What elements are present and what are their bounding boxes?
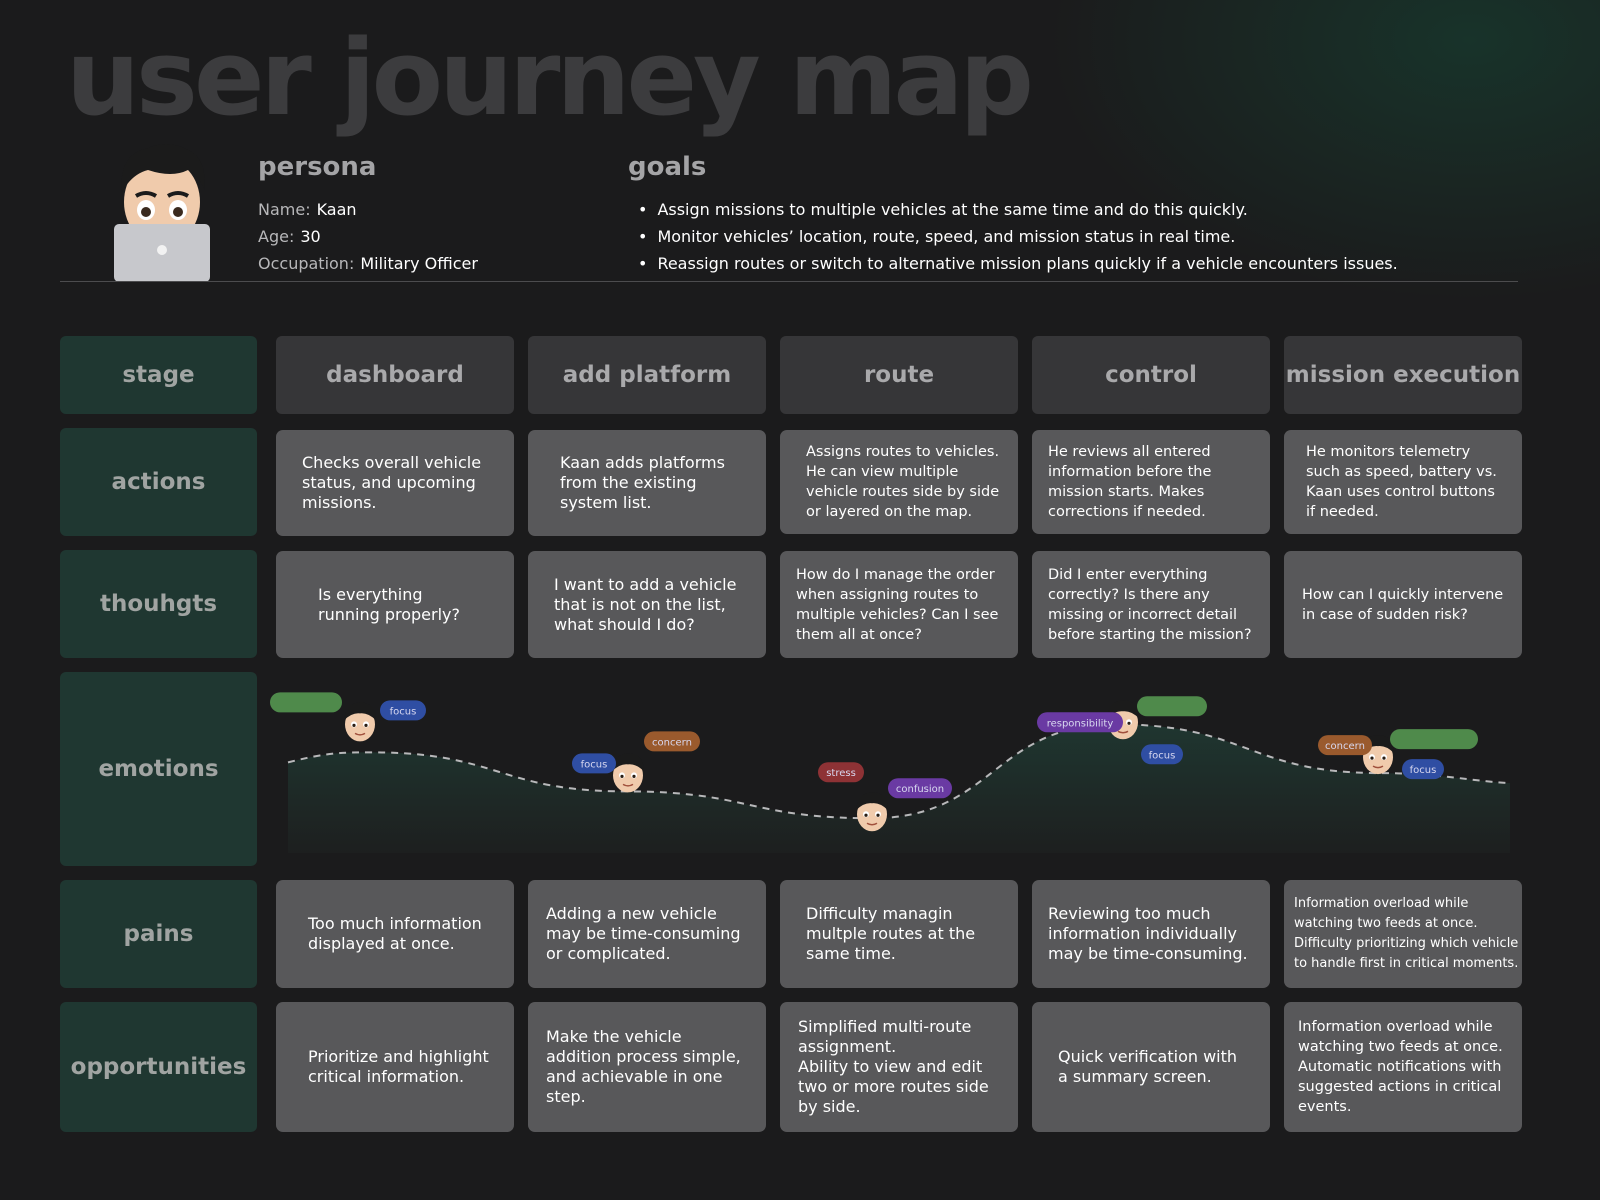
- thought-card: Is everything running properly?: [276, 551, 514, 658]
- emotion-tag-label: focus: [1149, 750, 1176, 761]
- emotion-tag-bg: [1141, 744, 1183, 765]
- goal-item: Reassign routes or switch to alternative…: [638, 250, 1528, 277]
- emotion-tag-bg: [1318, 735, 1372, 756]
- emotion-tag-concern: concern: [1318, 735, 1372, 756]
- persona-age: Age:30: [258, 227, 321, 246]
- pain-card: Difficulty managin multple routes at the…: [780, 880, 1018, 988]
- emotion-tag-stress: stress: [818, 762, 864, 783]
- emotion-curve-chart: focus focus concern stress confusion responsi…: [270, 692, 1511, 853]
- opportunity-card: Information overload while watching two …: [1284, 1002, 1522, 1132]
- emotion-tag-label: focus: [581, 759, 608, 770]
- stage-add-platform: add platform: [528, 336, 766, 414]
- persona-heading: persona: [258, 152, 377, 182]
- emotion-tag-bg: [1390, 729, 1478, 750]
- emotion-tag-green: [270, 692, 342, 713]
- opportunity-card: Simplified multi-route assignment. Abili…: [780, 1002, 1018, 1132]
- stage-dashboard: dashboard: [276, 336, 514, 414]
- thought-card: I want to add a vehicle that is not on t…: [528, 551, 766, 658]
- opportunity-card: Make the vehicle addition process simple…: [528, 1002, 766, 1132]
- persona-avatar: [114, 144, 210, 282]
- emotion-tag-bg: [1402, 759, 1444, 780]
- row-label-stage: stage: [60, 336, 257, 414]
- action-card: Assigns routes to vehicles. He can view …: [780, 430, 1018, 534]
- emotion-tag-label: focus: [1410, 765, 1437, 776]
- emotion-tag-bg: [1137, 696, 1207, 717]
- emotion-line: [287, 723, 1511, 820]
- emotion-face-add-platform: [612, 753, 644, 793]
- emotion-tag-bg: [818, 762, 864, 783]
- emotion-tag-label: responsibility: [1047, 718, 1114, 729]
- emotion-tag-bg: [380, 700, 426, 721]
- emotion-tag-focus: focus: [380, 700, 426, 721]
- row-label-actions: actions: [60, 428, 257, 536]
- thought-card: Did I enter everything correctly? Is the…: [1032, 551, 1270, 658]
- row-label-opportunities: opportunities: [60, 1002, 257, 1132]
- goals-panel: goals Assign missions to multiple vehicl…: [628, 152, 1528, 277]
- pain-card: Reviewing too much information individua…: [1032, 880, 1270, 988]
- pain-card: Information overload while watching two …: [1284, 880, 1522, 988]
- emotion-tag-bg: [888, 778, 952, 799]
- emotion-tag-label: concern: [1325, 741, 1365, 752]
- pain-card: Too much information displayed at once.: [276, 880, 514, 988]
- opportunity-card: Quick verification with a summary screen…: [1032, 1002, 1270, 1132]
- emotion-tag-focus: focus: [572, 753, 616, 774]
- emotion-tag-responsibility: responsibility: [1037, 712, 1123, 733]
- emotion-face-dashboard: [344, 702, 376, 742]
- thought-card: How can I quickly intervene in case of s…: [1284, 551, 1522, 658]
- page-title: user journey map: [66, 17, 1034, 139]
- goals-heading: goals: [628, 152, 707, 182]
- action-card: He reviews all entered information befor…: [1032, 430, 1270, 534]
- emotion-face-route: [856, 792, 888, 832]
- emotion-tag-bg: [270, 692, 342, 713]
- stage-mission-execution: mission execution: [1284, 336, 1522, 414]
- emotion-tag-focus: focus: [1402, 759, 1444, 780]
- pain-card: Adding a new vehicle may be time-consumi…: [528, 880, 766, 988]
- persona-occupation: Occupation:Military Officer: [258, 254, 478, 273]
- action-card: Kaan adds platforms from the existing sy…: [528, 430, 766, 536]
- persona-panel: persona Name:Kaan Age:30 Occupation:Mili…: [258, 152, 588, 277]
- row-label-pains: pains: [60, 880, 257, 988]
- stage-route: route: [780, 336, 1018, 414]
- emotion-tag-green: [1137, 696, 1207, 717]
- emotion-tag-green: [1390, 729, 1478, 750]
- goal-item: Monitor vehicles’ location, route, speed…: [638, 223, 1528, 250]
- emotion-tag-confusion: confusion: [888, 778, 952, 799]
- action-card: He monitors telemetry such as speed, bat…: [1284, 430, 1522, 534]
- action-card: Checks overall vehicle status, and upcom…: [276, 430, 514, 536]
- stage-control: control: [1032, 336, 1270, 414]
- emotion-tag-label: concern: [652, 737, 692, 748]
- row-label-emotions: emotions: [60, 672, 257, 866]
- emotion-tag-bg: [572, 753, 616, 774]
- emotion-tag-label: focus: [390, 706, 417, 717]
- emotion-tag-concern: concern: [644, 731, 700, 752]
- emotion-tag-bg: [644, 731, 700, 752]
- persona-name: Name:Kaan: [258, 200, 357, 219]
- emotion-tag-bg: [1037, 712, 1123, 733]
- opportunity-card: Prioritize and highlight critical inform…: [276, 1002, 514, 1132]
- header-divider: [60, 281, 1518, 282]
- emotion-tag-label: stress: [826, 768, 856, 779]
- emotion-tag-focus: focus: [1141, 744, 1183, 765]
- row-label-thoughts: thouhgts: [60, 550, 257, 658]
- emotion-tag-label: confusion: [896, 784, 944, 795]
- thought-card: How do I manage the order when assigning…: [780, 551, 1018, 658]
- emotion-area: [288, 724, 1510, 853]
- goal-item: Assign missions to multiple vehicles at …: [638, 196, 1528, 223]
